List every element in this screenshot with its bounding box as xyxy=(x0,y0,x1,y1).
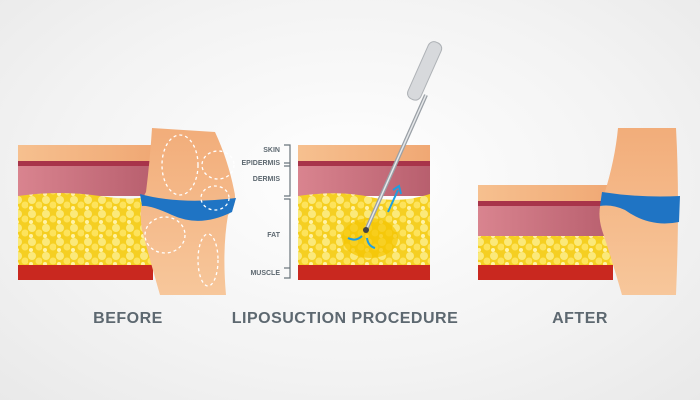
layer-bracket xyxy=(284,144,291,279)
caption-after: AFTER xyxy=(552,310,608,327)
before-body-silhouette xyxy=(140,128,236,295)
before-tissue-block xyxy=(18,145,153,280)
procedure-tissue-block xyxy=(298,145,430,280)
after-body-silhouette xyxy=(599,128,680,295)
label-epidermis: EPIDERMIS xyxy=(241,160,280,167)
label-fat: FAT xyxy=(267,232,280,239)
suction-arrows-icon xyxy=(347,184,402,249)
caption-before: BEFORE xyxy=(93,310,163,327)
label-skin: SKIN xyxy=(263,147,280,154)
caption-procedure: LIPOSUCTION PROCEDURE xyxy=(231,310,459,327)
after-tissue-block xyxy=(478,185,613,280)
label-dermis: DERMIS xyxy=(252,176,280,183)
cannula-icon xyxy=(363,41,443,233)
label-muscle: MUSCLE xyxy=(250,270,280,277)
